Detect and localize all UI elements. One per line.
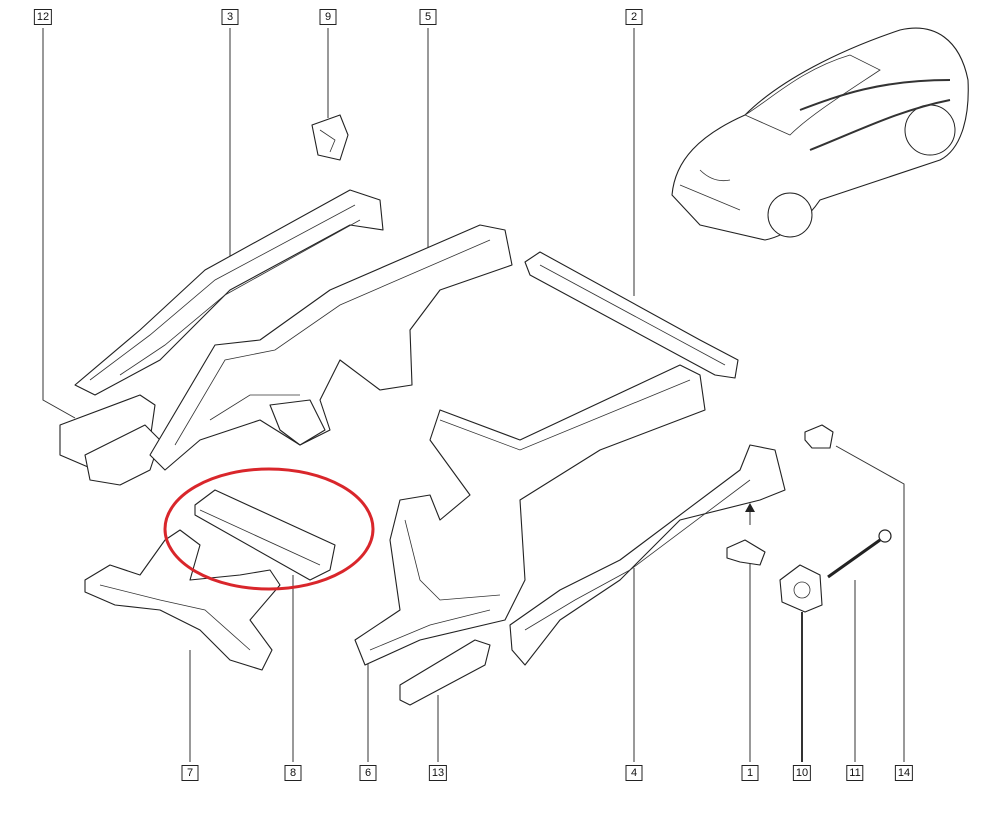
callout-8[interactable]: 8: [284, 765, 302, 781]
callout-2[interactable]: 2: [625, 9, 643, 25]
callout-6[interactable]: 6: [359, 765, 377, 781]
callout-12[interactable]: 12: [33, 9, 53, 25]
part-2-cross-member: [524, 251, 739, 379]
callout-3[interactable]: 3: [221, 9, 239, 25]
part-1-clip: [726, 503, 766, 566]
part-4-rail: [509, 444, 786, 666]
leader-14: [835, 445, 905, 762]
part-11-tow-hook: [827, 529, 892, 579]
callout-10[interactable]: 10: [792, 765, 812, 781]
part-7-cross-member: [84, 529, 281, 671]
part-13-bracket: [399, 639, 491, 706]
callout-1[interactable]: 1: [741, 765, 759, 781]
leader-12: [42, 28, 76, 419]
arrow-head-1: [745, 503, 755, 512]
part-10-tow-eye-housing: [779, 564, 823, 613]
callout-9[interactable]: 9: [319, 9, 337, 25]
highlight-ellipse: [163, 467, 375, 591]
part-9-bracket: [311, 114, 349, 161]
part-8-cross-member: [194, 489, 336, 581]
part-12-bracket: [59, 394, 161, 486]
callout-4[interactable]: 4: [625, 765, 643, 781]
part-6-front-frame: [354, 364, 706, 666]
callout-13[interactable]: 13: [428, 765, 448, 781]
callout-5[interactable]: 5: [419, 9, 437, 25]
part-14-bracket: [804, 424, 834, 449]
vehicle-thumbnail: [671, 27, 969, 241]
callout-7[interactable]: 7: [181, 765, 199, 781]
leader-lines: [42, 28, 905, 762]
part-5-rear-frame: [149, 224, 513, 471]
part-3-rail: [74, 189, 384, 396]
callout-11[interactable]: 11: [846, 765, 864, 781]
callout-14[interactable]: 14: [894, 765, 914, 781]
